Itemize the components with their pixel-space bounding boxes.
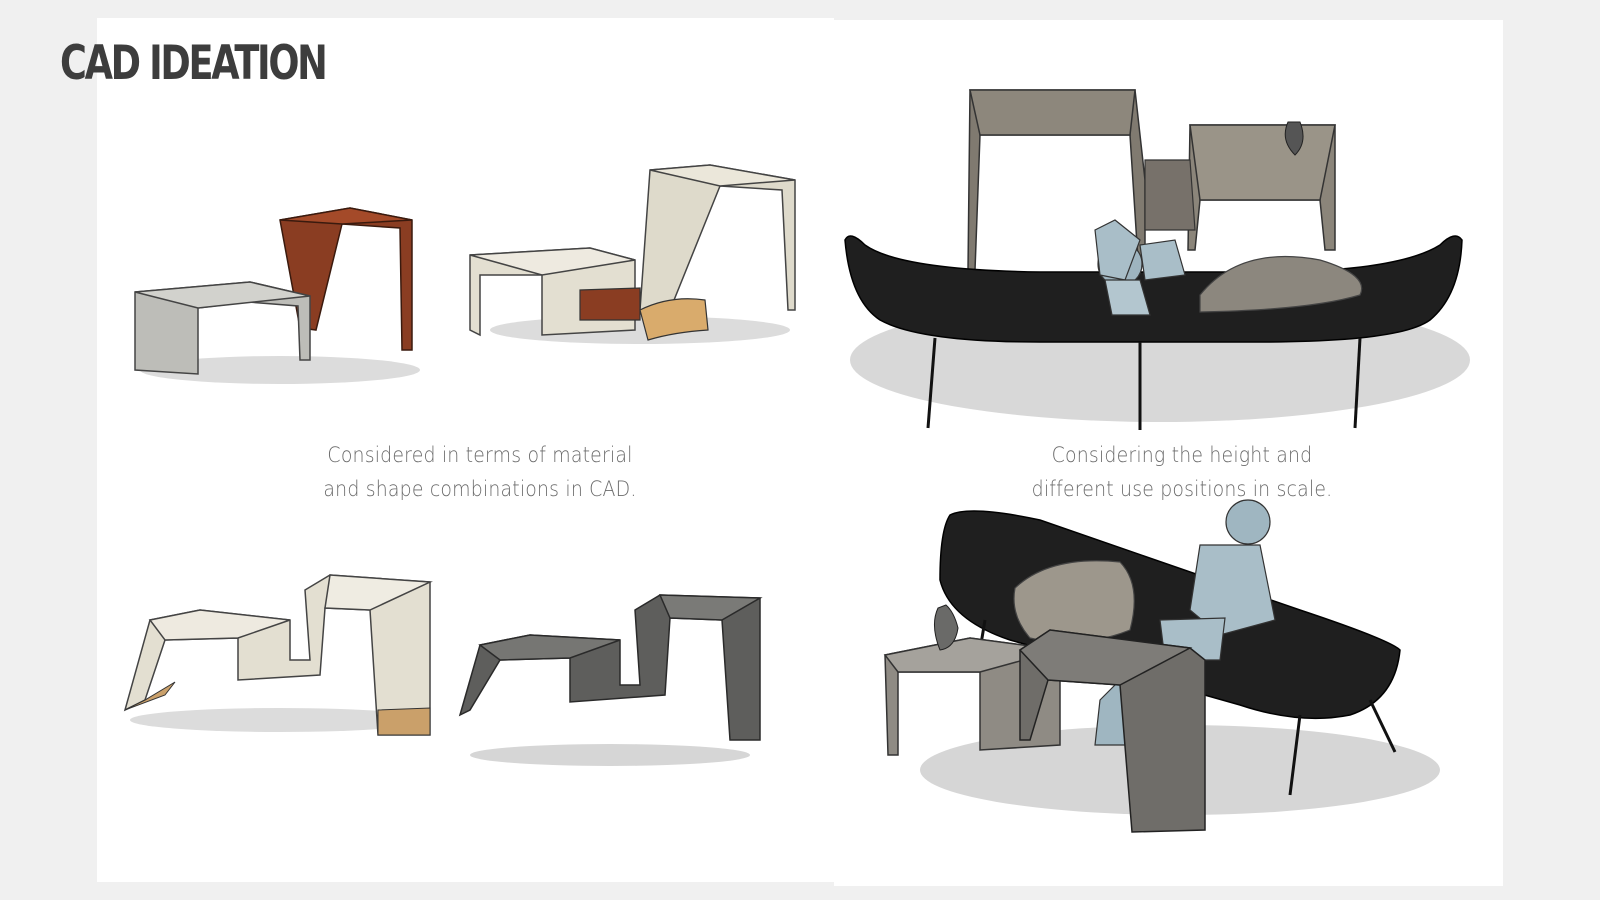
caption-line: different use positions in scale. [1031,477,1333,501]
render-sofa-seated-view [883,499,1440,833]
render-sofa-top-view [844,89,1470,430]
caption-line: and shape combinations in CAD. [323,477,637,501]
render-dark-zigzag [458,594,763,766]
caption-line: Considering the height and [1051,443,1313,467]
caption-height-scale: Considering the height and different use… [993,438,1371,506]
caption-line: Considered in terms of material [327,443,633,467]
render-wood-grey-table [134,207,420,384]
page-title: CAD IDEATION [60,36,328,91]
left-panel [97,18,834,882]
render-cream-combination [469,164,796,344]
caption-material-shape: Considered in terms of material and shap… [291,438,669,506]
render-cream-zigzag [123,574,433,736]
